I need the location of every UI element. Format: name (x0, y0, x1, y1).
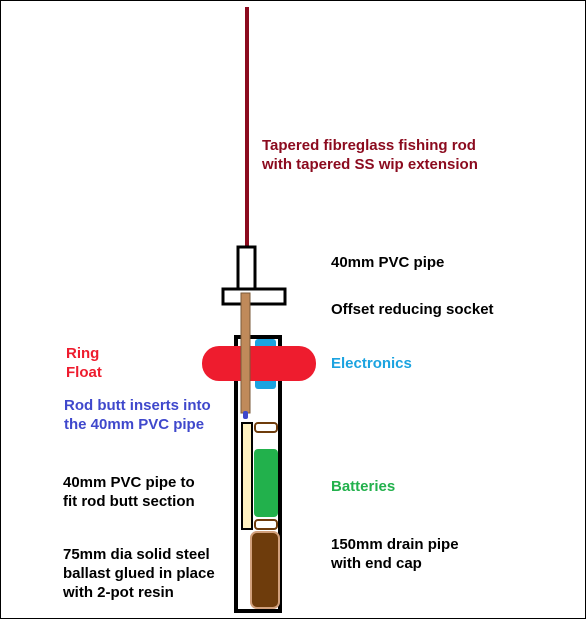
spacer-ring-bottom (254, 519, 278, 530)
pvc-liner (241, 422, 253, 530)
rod-butt (240, 292, 251, 414)
steel-ballast (250, 531, 280, 609)
socket-label: Offset reducing socket (331, 301, 494, 318)
batteries-block (254, 449, 278, 517)
rod-butt-label: Rod butt inserts into the 40mm PVC pipe (64, 397, 211, 433)
ring-float (202, 346, 316, 381)
rod-butt-end (243, 411, 248, 419)
pvc-fit-label: 40mm PVC pipe to fit rod butt section (63, 474, 195, 510)
pvc-pipe-label: 40mm PVC pipe (331, 254, 445, 271)
pvc-pipe-40mm (236, 245, 257, 291)
spacer-ring-top (254, 422, 278, 433)
offset-reducing-socket (221, 287, 287, 306)
drain-pipe-label: 150mm drain pipe with end cap (331, 536, 459, 572)
batteries-label: Batteries (331, 478, 396, 495)
ring-float-label: Ring Float (66, 345, 102, 381)
rod-label: Tapered fibreglass fishing rod with tape… (262, 137, 478, 173)
electronics-label: Electronics (331, 355, 412, 372)
ballast-label: 75mm dia solid steel ballast glued in pl… (63, 546, 215, 601)
fishing-rod (245, 7, 249, 247)
